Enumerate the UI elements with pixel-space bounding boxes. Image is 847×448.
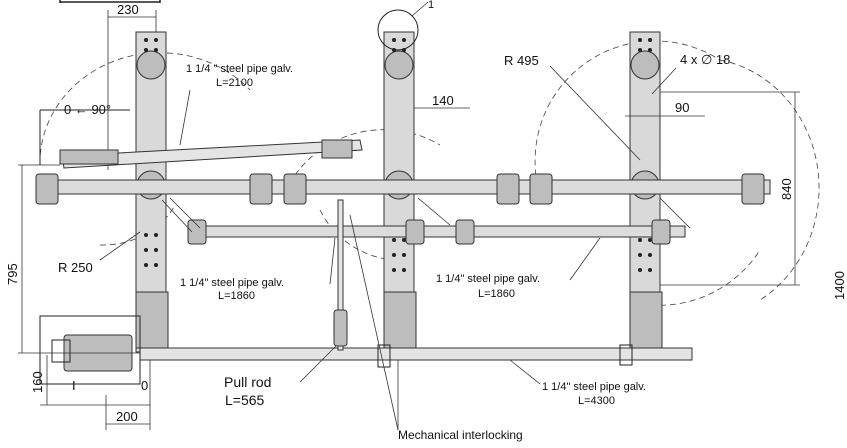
main-crossbeam [35,173,771,205]
dim-90-label: 90 [675,100,689,115]
label-pipe-top: 1 1/4 " steel pipe galv. L=2100 [179,63,293,146]
angle-callout: 0 ← 90° [64,102,111,117]
dim-1400-label: 1400 [832,271,847,300]
angle-label: 0 ← 90° [64,102,111,117]
holes-callout: 4 x ∅ 18 [651,52,730,95]
holes-label: 4 x ∅ 18 [680,52,730,67]
dimension-840: 840 [660,91,800,286]
dimension-160: 160 [30,355,150,406]
radius-495-label: R 495 [504,53,539,68]
operating-mechanism [39,315,141,385]
radius-250-label: R 250 [58,260,93,275]
label-pull-rod: Pull rod L=565 [224,345,337,408]
operating-pipe-top [39,109,363,169]
title-box-fragment [59,0,161,3]
radius-250: R 250 [58,231,141,275]
switch-positions: I 0 [72,378,148,393]
pipe-top-line1: 1 1/4 " steel pipe galv. [186,63,293,75]
dimension-90: 90 [625,100,705,124]
dimension-795: 795 [5,164,140,354]
pipe-top-line2: L=2100 [216,77,253,89]
dimension-200: 200 [105,360,151,430]
pipe-bottom-line1: 1 1/4" steel pipe galv. [542,381,646,393]
radius-495: R 495 [504,53,641,161]
dimension-140: 140 [413,93,470,120]
pull-rod [333,199,348,351]
dimension-230: 230 [107,2,157,170]
dimension-1400: 1400 [832,271,847,300]
dim-140-label: 140 [432,93,454,108]
label-pipe-mid-left: 1 1/4" steel pipe galv. L=1860 [180,237,336,302]
pull-rod-line1: Pull rod [224,374,271,390]
marker-1-label: 1 [428,0,434,11]
dim-200-label: 200 [116,409,138,424]
label-pipe-bottom: 1 1/4" steel pipe galv. L=4300 [509,359,646,407]
earthing-beam [161,197,691,245]
pull-rod-line2: L=565 [225,392,265,408]
pipe-mid-left-line2: L=1860 [218,290,255,302]
dim-795-label: 795 [5,263,20,285]
dim-840-label: 840 [779,178,794,200]
pipe-mid-left-line1: 1 1/4" steel pipe galv. [180,277,284,289]
label-pipe-mid-right: 1 1/4" steel pipe galv. L=1860 [436,237,601,300]
interlock-label: Mechanical interlocking [398,428,523,442]
position-marker-1: 1 [377,0,434,51]
pipe-mid-right-line1: 1 1/4" steel pipe galv. [436,273,540,285]
label-interlock: Mechanical interlocking [349,214,523,442]
dim-160-label: 160 [30,371,45,393]
operating-pipe-bottom [139,347,693,361]
bottom-bearings [135,291,663,368]
dim-230-label: 230 [117,2,139,17]
pipe-mid-right-line2: L=1860 [478,288,515,300]
position-on-label: I [72,378,76,393]
position-off-label: 0 [141,378,148,393]
pipe-bottom-line2: L=4300 [578,395,615,407]
